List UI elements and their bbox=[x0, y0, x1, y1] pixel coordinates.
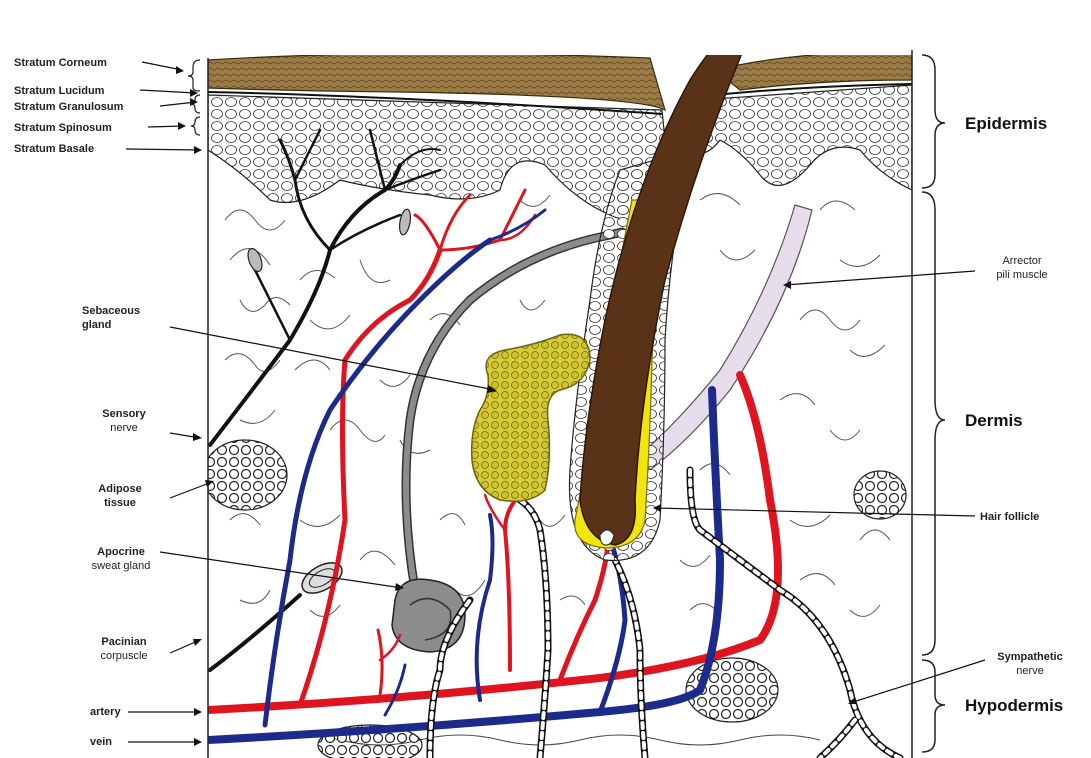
label-pacinian-corpuscle: Pacinian corpuscle bbox=[84, 635, 164, 663]
label-stratum-corneum: Stratum Corneum bbox=[14, 56, 107, 70]
label-artery: artery bbox=[90, 705, 121, 719]
label-sympathetic-nerve: Sympathetic nerve bbox=[985, 650, 1075, 678]
label-epidermis: Epidermis bbox=[965, 114, 1047, 134]
label-hypodermis: Hypodermis bbox=[965, 696, 1063, 716]
skin-block bbox=[203, 15, 912, 758]
label-stratum-basale: Stratum Basale bbox=[14, 142, 94, 156]
label-sensory-nerve: Sensory nerve bbox=[92, 407, 156, 435]
label-sebaceous-gland: Sebaceous gland bbox=[82, 304, 140, 332]
label-arrector-pili-muscle: Arrector pili muscle bbox=[982, 254, 1062, 282]
label-dermis: Dermis bbox=[965, 411, 1023, 431]
layer-braces bbox=[922, 55, 945, 752]
label-hair-follicle: Hair follicle bbox=[980, 510, 1039, 524]
label-vein: vein bbox=[90, 735, 112, 749]
label-stratum-lucidum: Stratum Lucidum bbox=[14, 84, 104, 98]
label-apocrine-sweat-gland: Apocrine sweat gland bbox=[76, 545, 166, 573]
label-stratum-spinosum: Stratum Spinosum bbox=[14, 121, 112, 135]
label-adipose-tissue: Adipose tissue bbox=[88, 482, 152, 510]
strata-braces bbox=[188, 60, 200, 135]
label-stratum-granulosum: Stratum Granulosum bbox=[14, 100, 123, 114]
